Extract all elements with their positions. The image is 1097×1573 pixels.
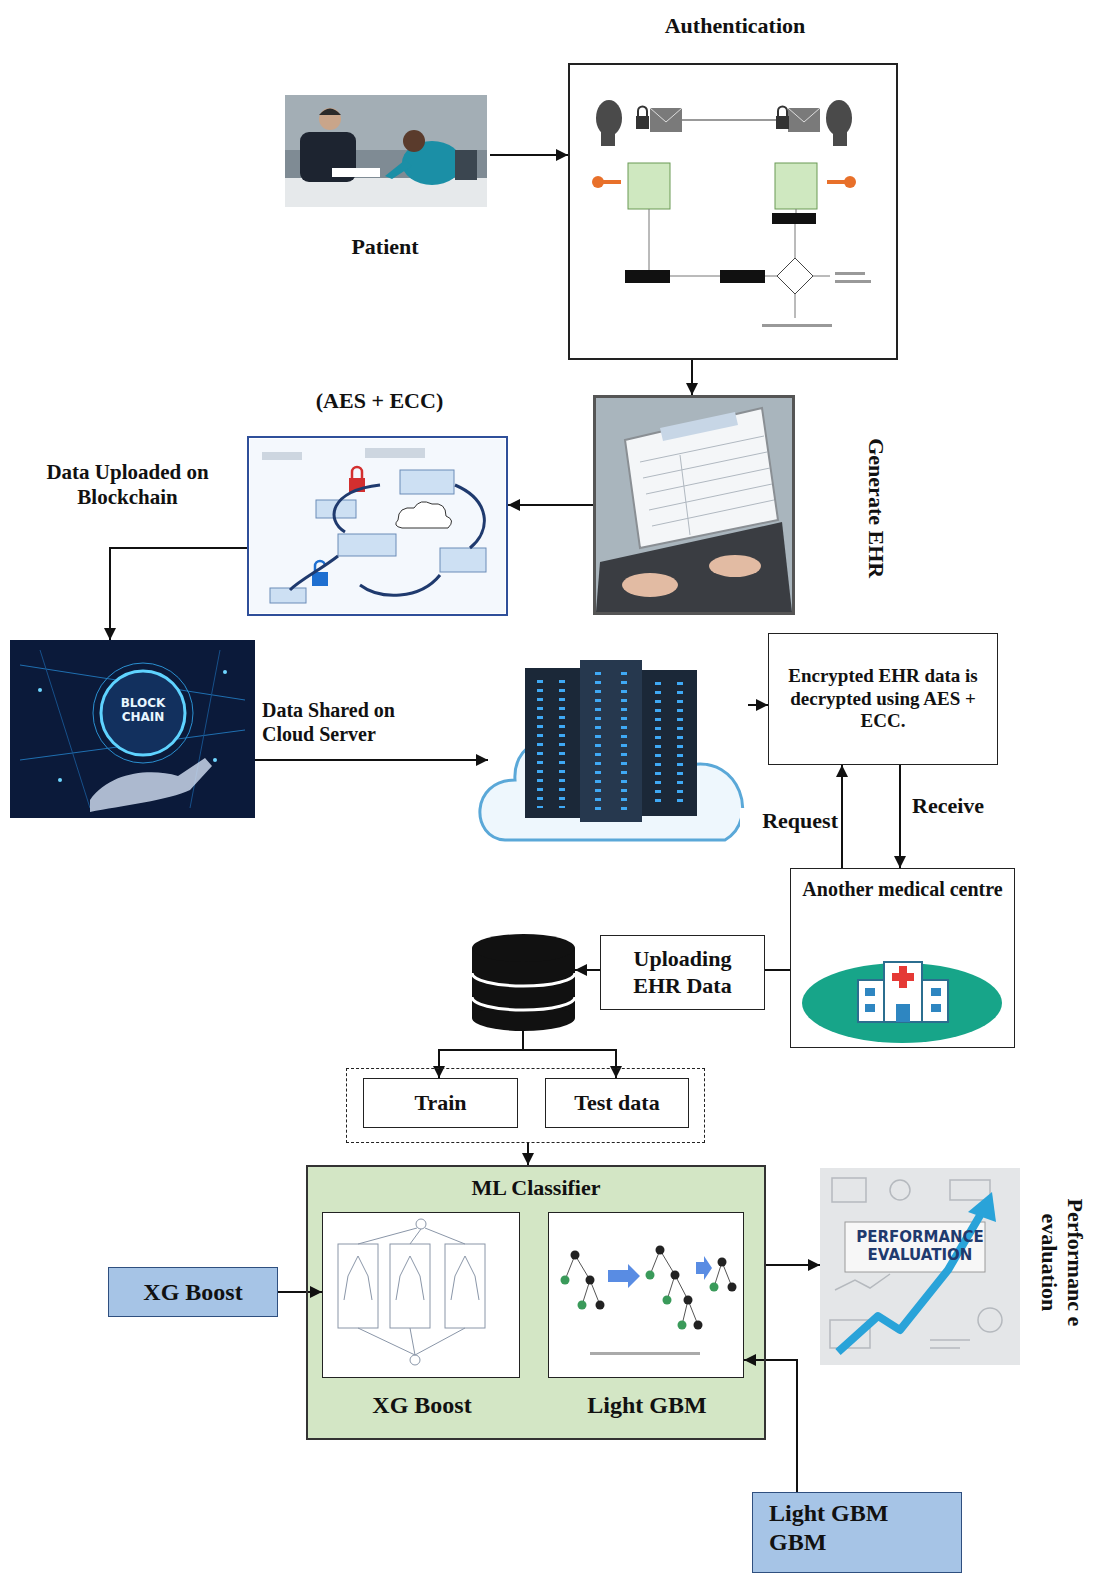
label-holder: Light GBM [549,1391,745,1420]
flow-arrow [110,548,247,640]
node-label: BLOCK CHAIN [103,696,183,725]
patient-node: Patient [280,88,490,266]
blockchain-image [10,640,255,818]
label-holder: Generate EHR [863,408,889,608]
performance-image [820,1168,1020,1365]
label-holder: PERFORMANCE EVALUATION [850,1228,990,1264]
node-label: Generate EHR [863,408,889,608]
flow-arrow [508,504,593,506]
classifier-panel [306,1165,766,1440]
node-label: Performanc e evaluation [1036,1162,1089,1362]
node-label: (AES + ECC) [209,388,550,414]
data-box: Test data [545,1078,689,1128]
flow-arrow [899,765,901,868]
xgboost-trees [338,1219,485,1365]
laptop-photo [596,398,792,612]
node-label: ML Classifier [472,1175,601,1201]
classifier-box: ML ClassifierXG BoostLight GBM [306,1165,766,1440]
node-label: Light GBM [549,1391,745,1420]
edge-label: Data Uploaded on Blockchain [15,460,240,510]
flow-arrow [691,360,693,395]
flow-arrow [744,1360,797,1492]
process-box: Uploading EHR Data [600,935,765,1010]
node-label: Uploading EHR Data [611,946,754,999]
node-label: Light GBM GBM [769,1499,911,1557]
database-node [472,933,575,1031]
encryption-box: (AES + ECC) [247,436,508,616]
flow-arrow [527,1143,529,1165]
model-box: XG Boost [322,1212,520,1378]
flow-arrow [523,1031,616,1078]
node-label: XG Boost [323,1391,521,1420]
input-box: XG Boost [108,1267,278,1317]
label-holder: Performanc e evaluation [1036,1162,1089,1362]
model-box: Light GBM [548,1212,744,1378]
node-label: PERFORMANCE EVALUATION [850,1228,990,1264]
node-label: Train [414,1090,466,1116]
cloud-node [488,655,748,845]
label-holder: (AES + ECC) [209,388,550,414]
flow-arrow [439,1031,523,1078]
label-holder: BLOCK CHAIN [103,696,183,725]
flow-arrow [766,1264,820,1266]
database-icon [472,934,575,1031]
encryption-illustration [250,439,505,613]
flow-arrow [748,704,768,706]
label-holder: XG Boost [323,1391,521,1420]
node-label: Another medical centre [802,877,1002,901]
patient-photo [285,95,487,207]
authentication-box: Authentication [568,63,898,360]
dashed-group: Train Test data [346,1068,705,1143]
flow-arrow [841,765,843,868]
process-box: Encrypted EHR data is decrypted using AE… [768,633,998,765]
flow-arrow [490,154,568,156]
blockchain-node: BLOCK CHAIN [10,640,255,818]
label-holder: Authentication [530,13,940,39]
hospital-box: Another medical centre [790,868,1015,1048]
node-label: Authentication [530,13,940,39]
data-box: Train [363,1078,518,1128]
edge-label: Data Shared on Cloud Server [262,698,432,746]
node-label: Encrypted EHR data is decrypted using AE… [779,665,987,733]
node-label: XG Boost [143,1278,242,1307]
hospital-icon [802,962,1002,1043]
flow-arrow [278,1291,322,1293]
flow-arrow [575,969,600,971]
cloud-server-image [480,660,743,840]
performance-node: Performanc e evaluationPERFORMANCE EVALU… [820,1168,1020,1365]
input-box: Light GBM GBM [752,1492,962,1573]
ehr-box: Generate EHR [593,395,795,615]
node-label: Test data [574,1090,659,1116]
lightgbm-trees [561,1246,737,1356]
edge-label: Request [740,808,838,834]
flow-arrow [765,969,790,971]
authentication-illustration [588,80,880,345]
edge-label: Receive [912,793,1002,819]
flow-arrow [255,759,488,761]
node-label: Patient [351,234,418,260]
